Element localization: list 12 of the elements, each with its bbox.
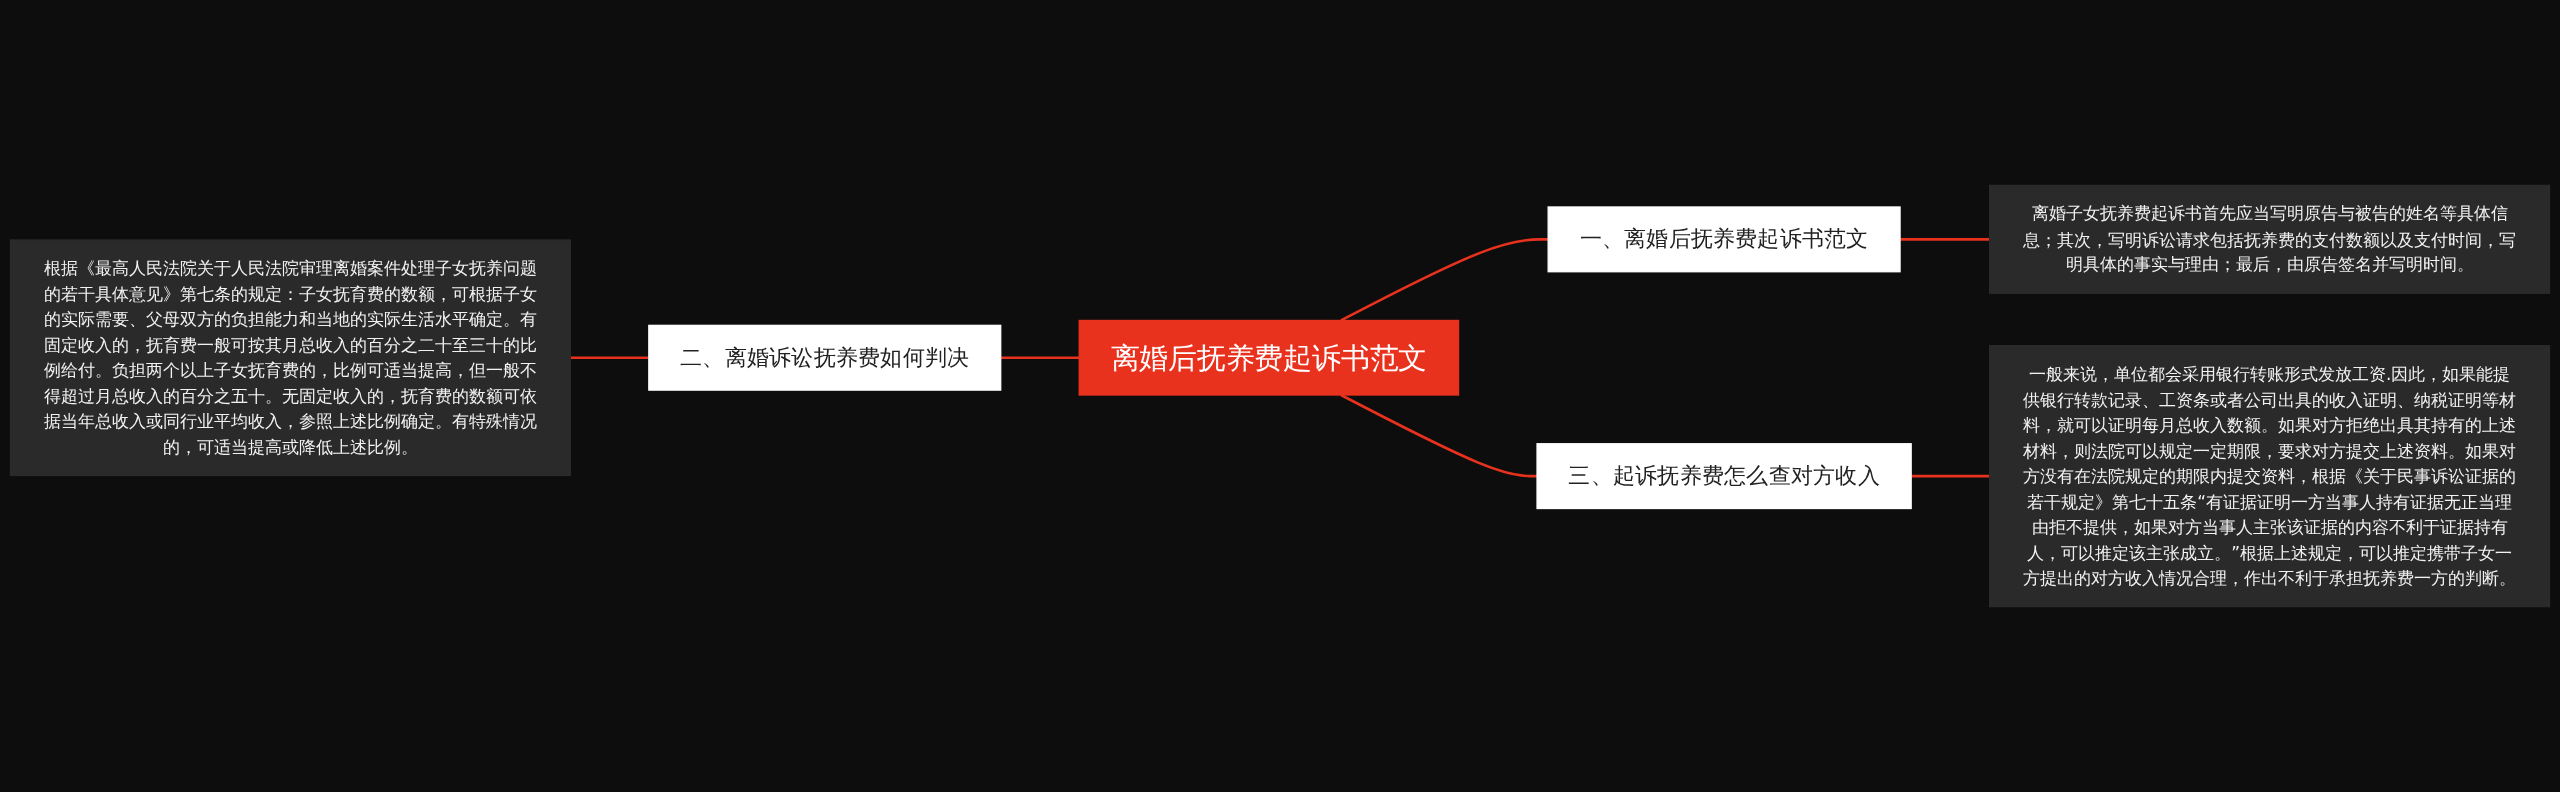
node-box: 三、起诉抚养费怎么查对方收入 [1536,443,1912,510]
node-box: 根据《最高人民法院关于人民法院审理离婚案件处理子女抚养问题的若干具体意见》第七条的规定：子女抚育费的数额，可根据子女的实际需要、父母双方的负担能力和当地的实际生活水平确定。有固定收入的，抚育费一般可按其月总收入的百分之二十至三十的比例给付。负担两个以上子女抚育费的，比例可适当提高，但一般不得超过月总收入的百分之五十。无固定收入的，抚育费的数额可依据当年总收入或同行业平均收入，参照上述比例确定。有特殊情况的，可适当提高或降低上述比例。 [9,239,571,477]
connector [570,356,649,360]
node-box: 离婚后抚养费起诉书范文 [1078,319,1460,396]
node-box: 一、离婚后抚养费起诉书范文 [1547,206,1901,273]
connector [1000,356,1080,360]
connector [1900,238,1990,241]
connector [1911,474,1990,478]
connector [1340,238,1549,322]
node-box: 离婚子女抚养费起诉书首先应当写明原告与被告的姓名等具体信息；其次，写明诉讼请求包括抚养费的支付数额以及支付时间，写明具体的事实与理由；最后，由原告签名并写明时间。 [1989,184,2551,294]
node-box: 二、离婚诉讼抚养费如何判决 [648,324,1002,391]
node-box: 一般来说，单位都会采用银行转账形式发放工资.因此，如果能提供银行转款记录、工资条或者公司出具的收入证明、纳税证明等材料，就可以证明每月总收入数额。如果对方拒绝出具其持有的上述材料，则法院可以规定一定期限，要求对方提交上述资料。如果对方没有在法院规定的期限内提交资料，根据《关于民事诉讼证据的若干规定》第七十五条“有证据证明一方当事人持有证据无正当理由拒不提供，如果对方当事人主张该证据的内容不利于证据持有人，可以推定该主张成立。”根据上述规定，可以推定携带子女一方提出的对方收入情况合理，作出不利于承担抚养费一方的判断。 [1989,345,2551,608]
